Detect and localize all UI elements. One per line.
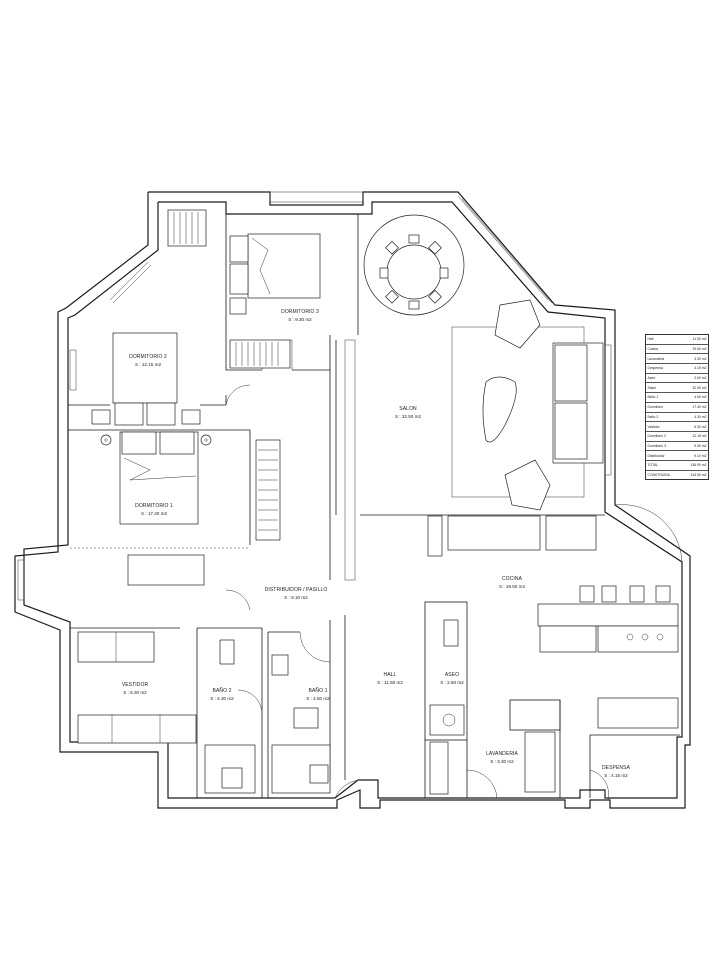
legend-row: Vestidor 6.30 m2 [646,422,708,432]
room-despensa-area: S : 4.15 m2 [604,773,628,778]
legend-label: Dormitorio 3 [647,443,666,448]
room-distribuidor-area: S : 9.10 m2 [284,595,308,600]
legend-value: 143.50 m2 [690,472,707,477]
legend-value: 4.50 m2 [694,395,707,400]
vestidor-furniture [77,631,197,744]
bed-dormitorio-3 [229,233,321,315]
bed-dormitorio-2 [91,332,201,426]
legend-value: 4.15 m2 [694,366,707,371]
room-bano-1-area: S : 4.50 m2 [306,696,330,701]
wardrobe-corridor [255,439,281,541]
legend-row: TOTAL 136.90 m2 [646,461,708,471]
room-dormitorio-3-name: DORMITORIO 3 [281,309,319,315]
legend-label: Dormitorio [647,405,664,410]
legend-value: 9.10 m2 [694,453,707,458]
kitchen-counters [427,515,679,729]
legend-value: 4.30 m2 [694,414,707,419]
legend-row: CONSTRUIDA 143.50 m2 [646,471,708,480]
legend-value: 3.30 m2 [694,356,707,361]
room-vestidor-area: S : 6.30 m2 [123,690,147,695]
living-area [451,299,604,511]
area-legend-table: Hall 11.50 m2 Cocina 19.50 m2 Lavanderia 3.30… [645,334,709,481]
legend-row: Distribuidor 9.10 m2 [646,451,708,461]
legend-row: Dormitorio 17.40 m2 [646,403,708,413]
room-bano-1-name: BAÑO 1 [309,687,328,694]
wardrobe-dorm3-top [167,209,207,247]
legend-row: Baño 1 4.50 m2 [646,393,708,403]
outer-walls [14,191,691,809]
room-dormitorio-1-area: S : 17.40 m2 [141,511,167,516]
legend-label: Lavanderia [647,356,665,361]
legend-label: Despensa [647,366,663,371]
windows [17,191,612,601]
room-vestidor-name: VESTIDOR [122,682,149,688]
legend-row: Lavanderia 3.30 m2 [646,354,708,365]
legend-label: CONSTRUIDA [647,472,670,477]
room-lavanderia-area: S : 3.30 m2 [490,759,514,764]
room-bano-2-name: BAÑO 2 [213,687,232,694]
legend-value: 12.15 m2 [692,434,707,439]
legend-value: 11.50 m2 [692,337,707,342]
legend-value: 9.30 m2 [694,443,707,448]
legend-value: 19.50 m2 [692,347,707,352]
dining-table [363,214,465,316]
legend-value: 136.90 m2 [690,463,707,468]
wardrobe-dorm3 [229,339,291,369]
room-dormitorio-2-area: S : 12.15 m2 [135,362,161,367]
legend-value: 17.40 m2 [692,405,707,410]
room-salon-area: S : 32.50 m2 [395,414,421,419]
room-dormitorio-1-name: DORMITORIO 1 [135,503,173,509]
legend-label: Baño 2 [647,414,659,419]
legend-row: Baño 2 4.30 m2 [646,413,708,423]
legend-row: Hall 11.50 m2 [646,335,708,345]
room-aseo-area: S : 2.60 m2 [440,680,464,685]
legend-row: Dormitorio 2 12.15 m2 [646,432,708,442]
legend-label: Aseo [647,376,656,381]
legend-label: Baño 1 [647,395,659,400]
legend-value: 2.60 m2 [694,376,707,381]
legend-label: Cocina [647,347,659,352]
room-labels: DORMITORIO 3 S : 9.30 m2 DORMITORIO 2 S … [122,309,631,778]
room-bano-2-area: S : 4.30 m2 [210,696,234,701]
room-hall-name: HALL [384,672,397,678]
legend-label: Hall [647,337,654,342]
legend-label: Salon [647,385,657,390]
legend-label: Dormitorio 2 [647,434,666,439]
room-distribuidor-name: DISTRIBUIDOR / PASILLO [265,587,328,593]
room-dormitorio-2-name: DORMITORIO 2 [129,354,167,360]
legend-row: Dormitorio 3 9.30 m2 [646,442,708,452]
bed-dormitorio-1 [100,431,212,586]
legend-row: Cocina 19.50 m2 [646,345,708,355]
room-aseo-name: ASEO [445,672,459,678]
room-salon-name: SALON [399,406,417,412]
legend-value: 6.30 m2 [694,424,707,429]
legend-label: TOTAL [647,463,659,468]
legend-label: Distribuidor [647,453,665,458]
legend-row: Despensa 4.15 m2 [646,364,708,374]
legend-row: Aseo 2.60 m2 [646,374,708,384]
legend-row: Salon 32.50 m2 [646,383,708,394]
room-despensa-name: DESPENSA [602,765,631,771]
legend-value: 32.50 m2 [692,385,707,390]
legend-label: Vestidor [647,424,660,429]
room-cocina-area: S : 19.50 m2 [499,584,525,589]
room-dormitorio-3-area: S : 9.30 m2 [288,317,312,322]
room-lavanderia-name: LAVANDERIA [486,751,519,757]
bathroom-fixtures [204,619,556,795]
room-cocina-name: COCINA [502,576,523,582]
room-hall-area: S : 11.50 m2 [377,680,403,685]
